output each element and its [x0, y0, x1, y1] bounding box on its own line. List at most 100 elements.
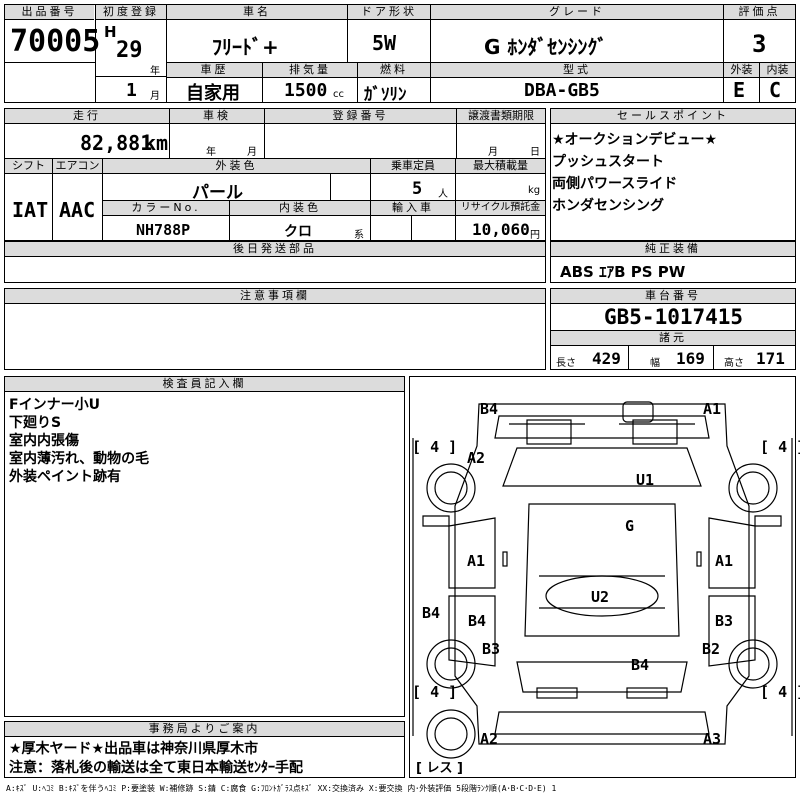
- import-label: 輸入車: [371, 201, 455, 216]
- reg-no-label: 登録番号: [265, 109, 456, 124]
- color-label: 外装色: [103, 159, 370, 174]
- recycle: 10,060: [472, 220, 530, 239]
- length: 429: [592, 349, 621, 368]
- month-unit: 月: [150, 91, 160, 102]
- inspector-line: 室内内張傷: [9, 433, 79, 449]
- grade-label: グレード: [431, 5, 723, 20]
- int-color-unit: 系: [354, 230, 364, 241]
- car-name: ﾌﾘｰﾄﾞ+: [212, 35, 279, 59]
- damage-mark: B2: [702, 640, 721, 658]
- damage-mark: A1: [467, 552, 486, 570]
- displacement-label: 排気量: [263, 63, 357, 78]
- damage-diagram: [409, 376, 796, 778]
- inspector-label: 検査員記入欄: [5, 377, 404, 392]
- spare-tire: [ レス ]: [416, 761, 463, 776]
- first-reg-year: 29: [116, 38, 143, 63]
- lot-label: 出品番号: [5, 5, 94, 20]
- car-name-label: 車名: [167, 5, 347, 20]
- damage-mark: A1: [703, 400, 722, 418]
- damage-mark: G: [625, 517, 635, 535]
- inspection-label: 車検: [170, 109, 264, 124]
- load-label: 最大積載量: [456, 159, 545, 174]
- length-label: 長さ: [556, 358, 576, 369]
- office-label: 事務局よりご案内: [5, 722, 404, 737]
- door-type: 5W: [372, 31, 397, 55]
- sales-box: [550, 108, 796, 241]
- load-unit: kg: [528, 185, 541, 196]
- sales-item: 両側パワースライド: [552, 176, 678, 192]
- chassis-label: 車台番号: [551, 289, 795, 304]
- recycle-unit: 円: [530, 230, 540, 241]
- inspector-box: [4, 376, 405, 717]
- exterior-label: 外装: [724, 63, 759, 78]
- exterior-grade: E: [733, 78, 746, 102]
- notes-label: 注意事項欄: [5, 289, 545, 304]
- legend: A:ｷｽﾞ U:ﾍｺﾐ B:ｷｽﾞを伴うﾍｺﾐ P:要塗装 W:補修跡 S:錆 …: [6, 784, 557, 793]
- equipment-label: 純正装備: [551, 242, 795, 257]
- damage-mark: A3: [703, 730, 722, 748]
- capacity: 5: [412, 179, 423, 199]
- shift: IAT: [12, 198, 49, 222]
- sales-item: プッシュスタート: [552, 154, 664, 170]
- sales-item: ホンダセンシング: [552, 198, 664, 214]
- mileage-unit: km: [144, 131, 169, 155]
- model-label: 型式: [431, 63, 723, 78]
- office-line: ★厚木ヤード★出品車は神奈川県厚木市: [9, 741, 259, 757]
- car-diagram: [412, 401, 793, 759]
- inspection-month-unit: 月: [247, 147, 257, 158]
- mileage: 82,881: [80, 131, 153, 155]
- color-no: NH788P: [136, 221, 191, 239]
- interior-grade: C: [769, 78, 782, 102]
- office-box: [4, 721, 405, 778]
- history-label: 車歴: [167, 63, 262, 78]
- lot-number: 70005: [10, 24, 101, 59]
- int-color-label: 内装色: [230, 201, 370, 216]
- transfer-month-unit: 月: [488, 147, 498, 158]
- height: 171: [756, 349, 785, 368]
- tire-tread-fl: [ 4 ]: [412, 438, 458, 456]
- tire-tread-rl: [ 4 ]: [412, 683, 458, 701]
- specs-label: 諸元: [551, 331, 795, 346]
- score-label: 評価点: [724, 5, 795, 20]
- shift-label: シフト: [5, 159, 52, 174]
- displacement-unit: cc: [333, 89, 344, 100]
- later-parts-box: [4, 241, 546, 283]
- era: H: [104, 23, 117, 41]
- damage-mark: A1: [715, 552, 734, 570]
- interior-label: 内装: [760, 63, 795, 78]
- damage-mark: B4: [468, 612, 487, 630]
- damage-mark: A2: [480, 730, 499, 748]
- tire-tread-rr: [ 4 ]: [760, 683, 800, 701]
- ac: AAC: [59, 198, 96, 222]
- first-reg-month: 1: [126, 80, 137, 101]
- color-no-label: カラーNo.: [103, 201, 229, 216]
- fuel-label: 燃料: [358, 63, 430, 78]
- inspector-line: 室内薄汚れ、動物の毛: [9, 451, 150, 467]
- notes-box: [4, 288, 546, 370]
- equipment: ABS ｴｱB PS PW: [560, 263, 686, 281]
- door-label: ドア形状: [348, 5, 430, 20]
- width-label: 幅: [650, 358, 660, 369]
- equipment-box: [550, 241, 796, 283]
- transfer-day-unit: 日: [530, 147, 540, 158]
- color: パール: [192, 183, 243, 203]
- chassis-box: [550, 288, 796, 370]
- inspector-line: 下廻りS: [9, 415, 62, 431]
- header-block: [4, 4, 796, 103]
- damage-mark: B4: [480, 400, 499, 418]
- later-parts-label: 後日発送部品: [5, 242, 545, 257]
- damage-mark: B4: [631, 656, 650, 674]
- sales-item: ★オークションデビュー★: [552, 132, 718, 148]
- capacity-label: 乗車定員: [371, 159, 455, 174]
- transfer-label: 譲渡書類期限: [457, 109, 545, 124]
- model: DBA-GB5: [524, 80, 600, 101]
- int-color: クロ: [284, 224, 312, 240]
- recycle-label: リサイクル預託金: [456, 201, 545, 216]
- mileage-label: 走行: [5, 109, 169, 124]
- inspector-line: Fインナー小U: [9, 397, 100, 413]
- capacity-unit: 人: [438, 189, 448, 200]
- inspector-line: 外装ペイント跡有: [9, 469, 121, 485]
- detail-block: [4, 108, 546, 241]
- damage-mark: B3: [482, 640, 501, 658]
- sales-label: セールスポイント: [551, 109, 795, 124]
